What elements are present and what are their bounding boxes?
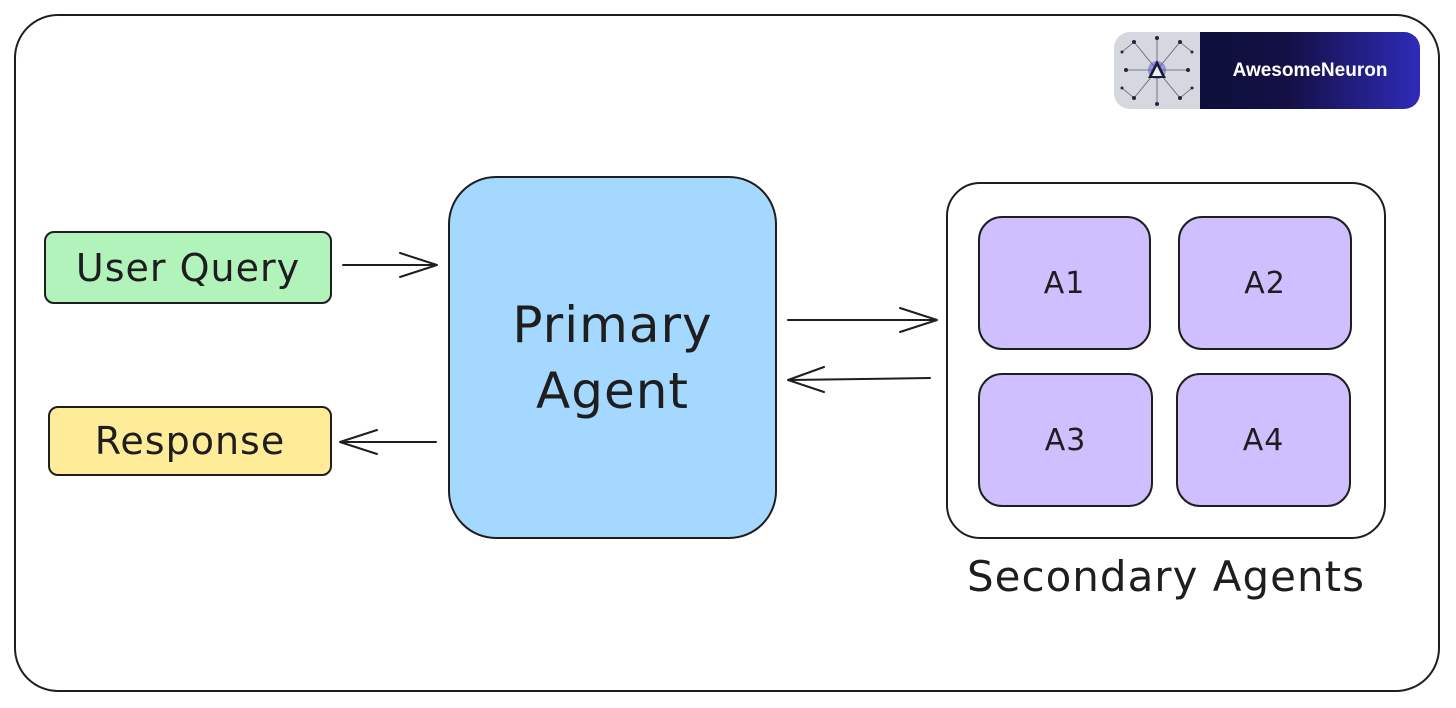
user-query-node: User Query [44,231,332,304]
response-node: Response [48,406,332,476]
agent-node-a1: A1 [978,216,1151,350]
arrow-secondary-to-primary [787,366,931,393]
agent-label-a2: A2 [1244,265,1286,301]
brand-name: AwesomeNeuron [1232,59,1388,81]
arrow-query-to-primary [342,252,438,278]
response-label: Response [94,419,286,463]
agent-node-a4: A4 [1176,373,1351,507]
arrow-primary-to-response [339,429,437,455]
agent-node-a3: A3 [978,373,1153,507]
agent-label-a3: A3 [1044,422,1087,458]
brand-name-area: AwesomeNeuron [1200,32,1420,109]
agent-label-a1: A1 [1043,265,1086,301]
brand-badge: AwesomeNeuron [1114,32,1420,109]
primary-agent-node: Primary Agent [448,176,777,539]
user-query-label: User Query [75,245,301,290]
arrow-primary-to-secondary [787,307,938,333]
secondary-agents-label: Secondary Agents [967,552,1365,601]
agent-label-a4: A4 [1242,422,1285,458]
primary-agent-label: Primary Agent [512,295,713,420]
neural-network-logo-icon [1114,32,1200,109]
agent-node-a2: A2 [1178,216,1352,350]
